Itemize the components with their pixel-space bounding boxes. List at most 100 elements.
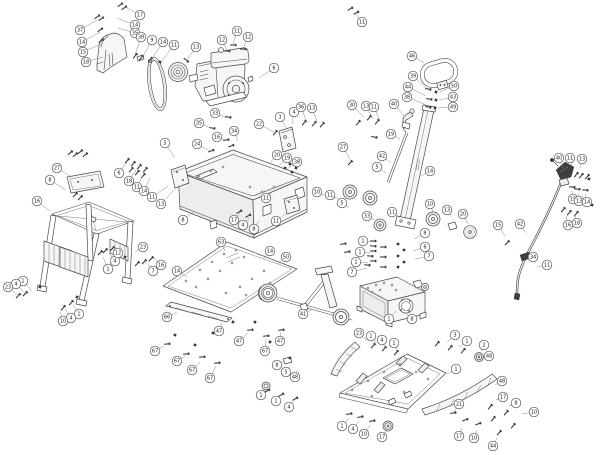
bolt-fastener — [582, 188, 589, 192]
engine-mount-bracket — [278, 126, 297, 153]
leader-line — [288, 365, 291, 369]
bolt-head — [581, 172, 585, 176]
callout-bubble — [447, 91, 459, 103]
callout-number: 10 — [361, 432, 367, 438]
callout-bubble — [468, 432, 480, 444]
leader-line — [360, 262, 369, 264]
callout-bubble — [346, 266, 358, 278]
leader-line — [364, 252, 371, 254]
callout-bubble — [155, 259, 167, 271]
leader-line — [368, 110, 374, 120]
callout-bubble — [357, 235, 369, 247]
bolt-head — [131, 166, 135, 170]
callout-bubble — [280, 366, 292, 378]
bolt-shaft — [109, 247, 114, 252]
bolt-head — [304, 119, 308, 123]
bolt-head — [490, 403, 494, 407]
callout-bubble — [193, 117, 205, 129]
bolt-fastener — [164, 342, 171, 346]
leader-line — [60, 170, 71, 177]
callout-bubble — [346, 99, 358, 111]
callout-bubble — [353, 327, 365, 339]
leader-line — [403, 311, 409, 317]
callout-number: 33 — [212, 111, 218, 117]
callout-number: 40 — [556, 156, 562, 162]
leader-line — [449, 213, 453, 218]
callout-bubble — [80, 56, 92, 68]
screw-head-dot — [383, 282, 385, 284]
bolt-shaft — [68, 301, 73, 306]
callout-number: 13 — [158, 202, 164, 208]
bolt-shaft — [355, 121, 360, 126]
callout-number: 1 — [106, 267, 109, 273]
leader-line — [171, 311, 178, 316]
callout-bubble — [423, 250, 435, 262]
callout-number: 5 — [163, 141, 166, 147]
callout-bubble — [361, 210, 373, 222]
callout-number: 11 — [149, 195, 155, 201]
callout-bubble — [576, 153, 588, 165]
bolt-head — [377, 118, 381, 122]
leader-line — [221, 138, 227, 141]
callout-number: 11 — [567, 156, 573, 162]
callout-number: 16 — [565, 223, 571, 229]
callout-bubble — [406, 50, 418, 62]
bolt-fastener — [183, 352, 190, 356]
bolt-fastener — [366, 114, 373, 121]
bolt-fastener — [504, 239, 511, 246]
bolt-shaft — [369, 420, 374, 423]
throttle-lever — [401, 108, 415, 130]
leader-line — [286, 164, 294, 170]
bolt-shaft — [141, 260, 146, 265]
callout-number: 27 — [340, 145, 346, 151]
leader-line — [155, 185, 169, 195]
leader-line — [446, 371, 452, 375]
leader-line — [220, 321, 223, 327]
callout-bubble — [112, 247, 124, 259]
callout-number: 8 — [252, 227, 255, 233]
callout-bubble — [177, 214, 189, 226]
callout-bubble — [137, 241, 149, 253]
callout-number: 4 — [380, 338, 383, 344]
leader-line — [131, 169, 137, 178]
callout-number: 18 — [126, 179, 132, 185]
bolt-head — [371, 254, 374, 258]
bolt-head — [213, 127, 216, 130]
bolt-head — [139, 163, 143, 167]
callout-number: 42 — [517, 222, 523, 228]
callout-bubble — [401, 91, 413, 103]
callout-bubble — [448, 80, 460, 92]
leader-line — [413, 235, 421, 240]
bolt-head — [275, 129, 279, 133]
screw-head-dot — [415, 371, 417, 373]
bolt-head — [25, 290, 29, 294]
leader-line — [371, 218, 375, 221]
bolt-fastener — [380, 265, 387, 269]
leader-line — [344, 417, 350, 423]
callout-number: 38 — [294, 160, 300, 166]
leader-line — [150, 45, 161, 61]
leader-line — [291, 116, 294, 125]
leader-line — [494, 437, 498, 442]
bolt-shaft — [503, 411, 508, 416]
callout-number: 63 — [218, 240, 224, 246]
callout-number: 67 — [207, 376, 213, 382]
leader-line — [153, 257, 158, 262]
bolt-fastener — [236, 209, 243, 214]
leader-line — [223, 44, 228, 51]
callout-number: 16 — [214, 135, 220, 141]
leader-line — [40, 203, 51, 212]
bolt-shaft — [357, 416, 362, 419]
bolt-fastener — [128, 166, 135, 173]
callout-number: 19 — [388, 132, 394, 138]
callout-number: 14 — [160, 40, 166, 46]
callout-number: 15 — [495, 223, 501, 229]
screw-head-dot — [403, 391, 405, 393]
bolt-fastener — [223, 138, 230, 142]
bolt-fastener — [381, 345, 388, 352]
callout-number: 15 — [570, 197, 576, 203]
leader-line — [180, 273, 188, 278]
bolt-head — [430, 98, 433, 101]
callout-bubble — [190, 41, 202, 53]
bolt-head — [137, 169, 141, 173]
